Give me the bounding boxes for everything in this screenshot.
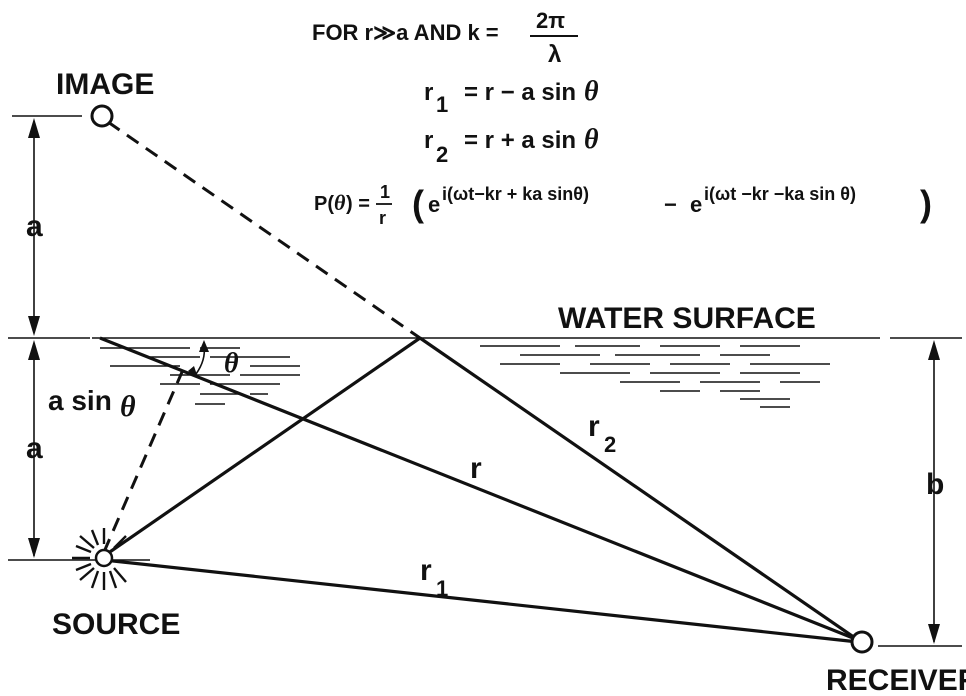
eq-r1-sub: 1: [436, 92, 448, 117]
eq-p-e1: e: [428, 192, 440, 217]
eq-p-e2: e: [690, 192, 702, 217]
source-starburst-icon: [72, 528, 127, 590]
dimension-b: [928, 340, 940, 644]
ray-r-label: r: [470, 452, 482, 485]
eq-p-exp1: i(ωt−kr + ka sinθ): [442, 184, 589, 204]
water-hatching-left: [100, 347, 300, 405]
image-label: IMAGE: [56, 68, 154, 101]
dimension-a-lower-label: a: [26, 432, 43, 465]
condition-fraction-num: 2π: [536, 8, 565, 33]
dimension-b-label: b: [926, 468, 944, 501]
a-sin-label: a sin: [48, 385, 112, 416]
condition-fraction-den: λ: [548, 41, 561, 68]
image-to-reflection-dashed-ray: [107, 120, 421, 340]
equation-block: FOR r≫a AND k = 2π λ r 1 = r − a sin θ r…: [312, 8, 932, 228]
dimension-a-upper-label: a: [26, 210, 43, 243]
eq-p-frac-den: r: [379, 208, 386, 228]
ray-r1-label: r: [420, 554, 432, 587]
source-label: SOURCE: [52, 608, 180, 641]
eq-r1-rhs: = r − a sin: [464, 79, 576, 106]
ray-r1-subscript: 1: [436, 576, 448, 601]
eq-r2-rhs: = r + a sin: [464, 127, 576, 154]
a-sin-theta-symbol: θ: [120, 390, 136, 423]
eq-p-exp2: i(ωt −kr −ka sin θ): [704, 184, 856, 204]
dimension-a-upper: [28, 118, 40, 336]
ray-r2-subscript: 2: [604, 432, 616, 457]
eq-p-minus: −: [664, 192, 677, 217]
source-to-reflection-ray: [103, 336, 421, 558]
angle-theta-label: θ: [224, 348, 239, 379]
ray-r2-label: r: [588, 410, 600, 443]
water-hatching-right: [480, 345, 830, 408]
eq-p-lhs: P(: [314, 193, 334, 215]
ray-r2: [419, 336, 859, 642]
receiver-label: RECEIVER: [826, 664, 966, 696]
eq-r2-sub: 2: [436, 142, 448, 167]
eq-r2-theta: θ: [584, 124, 599, 155]
dimension-a-lower: [28, 340, 40, 558]
perpendicular-a-sin-theta: [102, 371, 184, 553]
ray-r: [99, 336, 859, 642]
eq-p-close-paren: ): [920, 183, 932, 224]
eq-r1-lhs: r: [424, 79, 433, 106]
theta-arc-arrowhead: [199, 340, 209, 352]
receiver-point: [850, 630, 874, 654]
eq-p-frac-num: 1: [380, 182, 390, 202]
ray-r1: [103, 558, 859, 644]
eq-p-theta: θ: [334, 190, 346, 215]
eq-p-lhs-close: ) =: [346, 193, 370, 215]
eq-r2-lhs: r: [424, 127, 433, 154]
theta-arc-arrowhead-2: [188, 366, 198, 378]
image-point: [90, 104, 114, 128]
eq-r1-theta: θ: [584, 76, 599, 107]
condition-text: FOR r≫a AND k =: [312, 20, 499, 45]
water-surface-label: WATER SURFACE: [558, 302, 816, 335]
eq-p-open-paren: (: [412, 183, 424, 224]
